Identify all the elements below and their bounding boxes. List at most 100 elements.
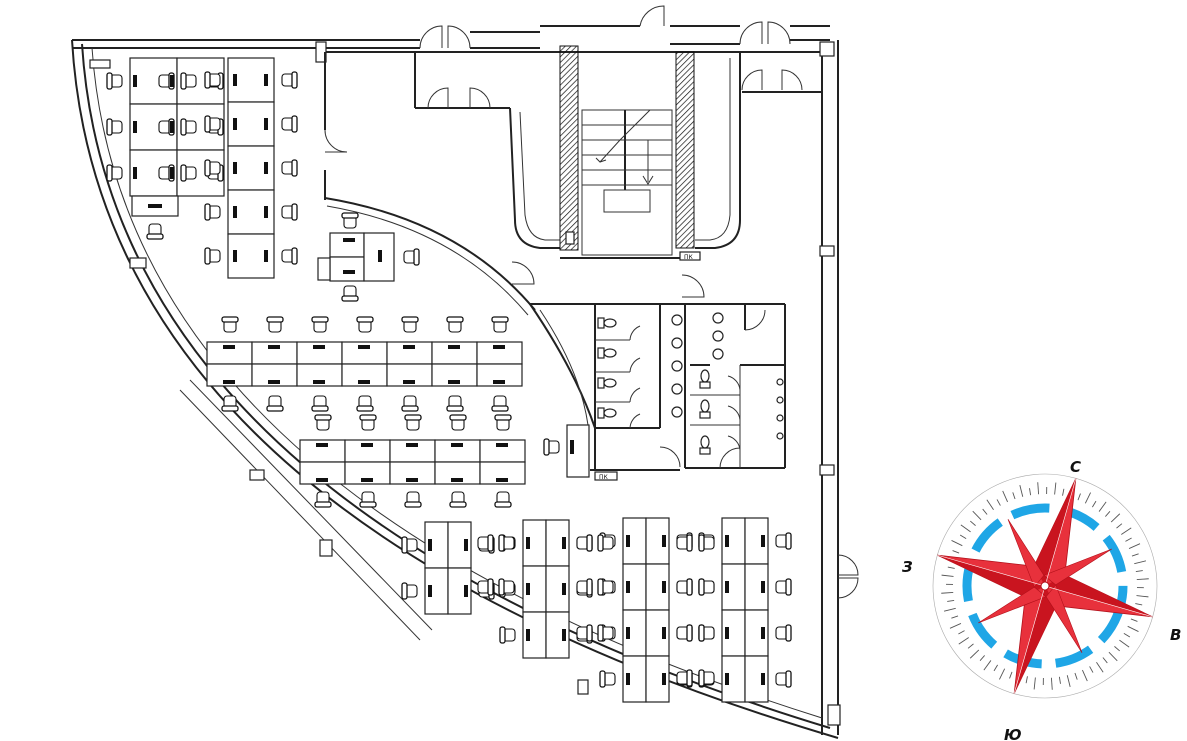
office-chair-icon [314, 491, 332, 508]
monitor-icon [562, 629, 566, 641]
monitor-icon [313, 380, 325, 384]
monitor-icon [428, 585, 432, 597]
top-doors [419, 5, 791, 49]
office-chair-icon [106, 72, 123, 90]
monitor-icon [170, 121, 174, 133]
monitor-icon [264, 206, 268, 218]
office-chair-icon [106, 118, 123, 136]
staircase-steps [582, 109, 672, 213]
office-chair-icon [446, 395, 464, 412]
office-chair-icon [698, 624, 715, 642]
office-chair-icon [775, 624, 792, 642]
compass-south-label: Ю [1004, 726, 1022, 741]
office-chair-icon [341, 285, 359, 302]
office-chair-icon [401, 316, 419, 333]
compass-north-label: С [1070, 458, 1081, 476]
monitor-icon [562, 583, 566, 595]
office-chair-icon [676, 669, 693, 687]
office-chair-icon [204, 115, 221, 133]
office-chair-icon [491, 395, 509, 412]
monitor-icon [358, 345, 370, 349]
monitor-icon [761, 673, 765, 685]
monitor-icon [233, 118, 237, 130]
monitor-icon [496, 443, 508, 447]
monitor-icon [316, 443, 328, 447]
office-chair-icon [204, 247, 221, 265]
toilet-icons [597, 317, 711, 455]
monitor-icon [170, 167, 174, 179]
monitor-icon [358, 380, 370, 384]
office-chair-icon [498, 578, 515, 596]
office-chair-icon [775, 670, 792, 688]
office-chair-icon [180, 118, 197, 136]
restroom-block: ПК [511, 261, 786, 481]
monitor-icon [493, 380, 505, 384]
office-chair-icon [494, 491, 512, 508]
monitor-icon [378, 250, 382, 262]
office-chair-icon [576, 624, 593, 642]
office-chair-icon [491, 316, 509, 333]
monitor-icon [526, 537, 530, 549]
office-chair-icon [597, 578, 614, 596]
monitor-icon [313, 345, 325, 349]
desk [545, 611, 570, 659]
monitor-icon [233, 206, 237, 218]
monitor-icon [264, 250, 268, 262]
monitor-icon [626, 627, 630, 639]
monitor-icon [316, 478, 328, 482]
desk [476, 363, 523, 387]
compass-east-label: В [1170, 626, 1181, 644]
monitor-icon [343, 238, 355, 242]
monitor-icon [725, 627, 729, 639]
office-chair-icon [597, 624, 614, 642]
monitor-icon [448, 345, 460, 349]
office-chair-icon [449, 491, 467, 508]
monitor-icon [526, 583, 530, 595]
monitor-icon [725, 673, 729, 685]
monitor-icon [148, 204, 162, 208]
office-chair-icon [494, 414, 512, 431]
office-chair-icon [281, 247, 298, 265]
office-chair-icon [204, 71, 221, 89]
office-chair-icon [477, 578, 494, 596]
office-chair-icon [204, 159, 221, 177]
monitor-icon [626, 581, 630, 593]
monitor-icon [451, 443, 463, 447]
office-chair-icon [576, 578, 593, 596]
office-chair-icon [446, 316, 464, 333]
desk [329, 256, 365, 282]
monitor-icon [403, 380, 415, 384]
monitor-icon [268, 345, 280, 349]
office-chair-icon [543, 438, 560, 456]
monitor-icon [761, 535, 765, 547]
monitor-icon [264, 162, 268, 174]
monitor-icon [626, 673, 630, 685]
monitor-icon [662, 627, 666, 639]
office-chair-icon [775, 532, 792, 550]
monitor-icon [725, 581, 729, 593]
office-chair-icon [221, 316, 239, 333]
office-chair-icon [359, 491, 377, 508]
office-chair-icon [266, 316, 284, 333]
monitor-icon [264, 74, 268, 86]
desk [329, 232, 365, 258]
monitor-icon [133, 167, 137, 179]
office-chair-icon [576, 534, 593, 552]
building-core: ПК [324, 45, 822, 316]
monitor-icon [496, 478, 508, 482]
side-door-2 [837, 577, 859, 599]
office-chair-icon [106, 164, 123, 182]
office-chair-icon [266, 395, 284, 412]
monitor-icon [562, 537, 566, 549]
monitor-icon [361, 443, 373, 447]
monitor-icon [428, 539, 432, 551]
office-chair-icon [401, 536, 418, 554]
monitor-icon [464, 539, 468, 551]
office-chair-icon [676, 624, 693, 642]
office-chair-icon [477, 534, 494, 552]
monitor-icon [233, 74, 237, 86]
monitor-icon [268, 380, 280, 384]
monitor-icon [406, 443, 418, 447]
office-chair-icon [401, 582, 418, 600]
